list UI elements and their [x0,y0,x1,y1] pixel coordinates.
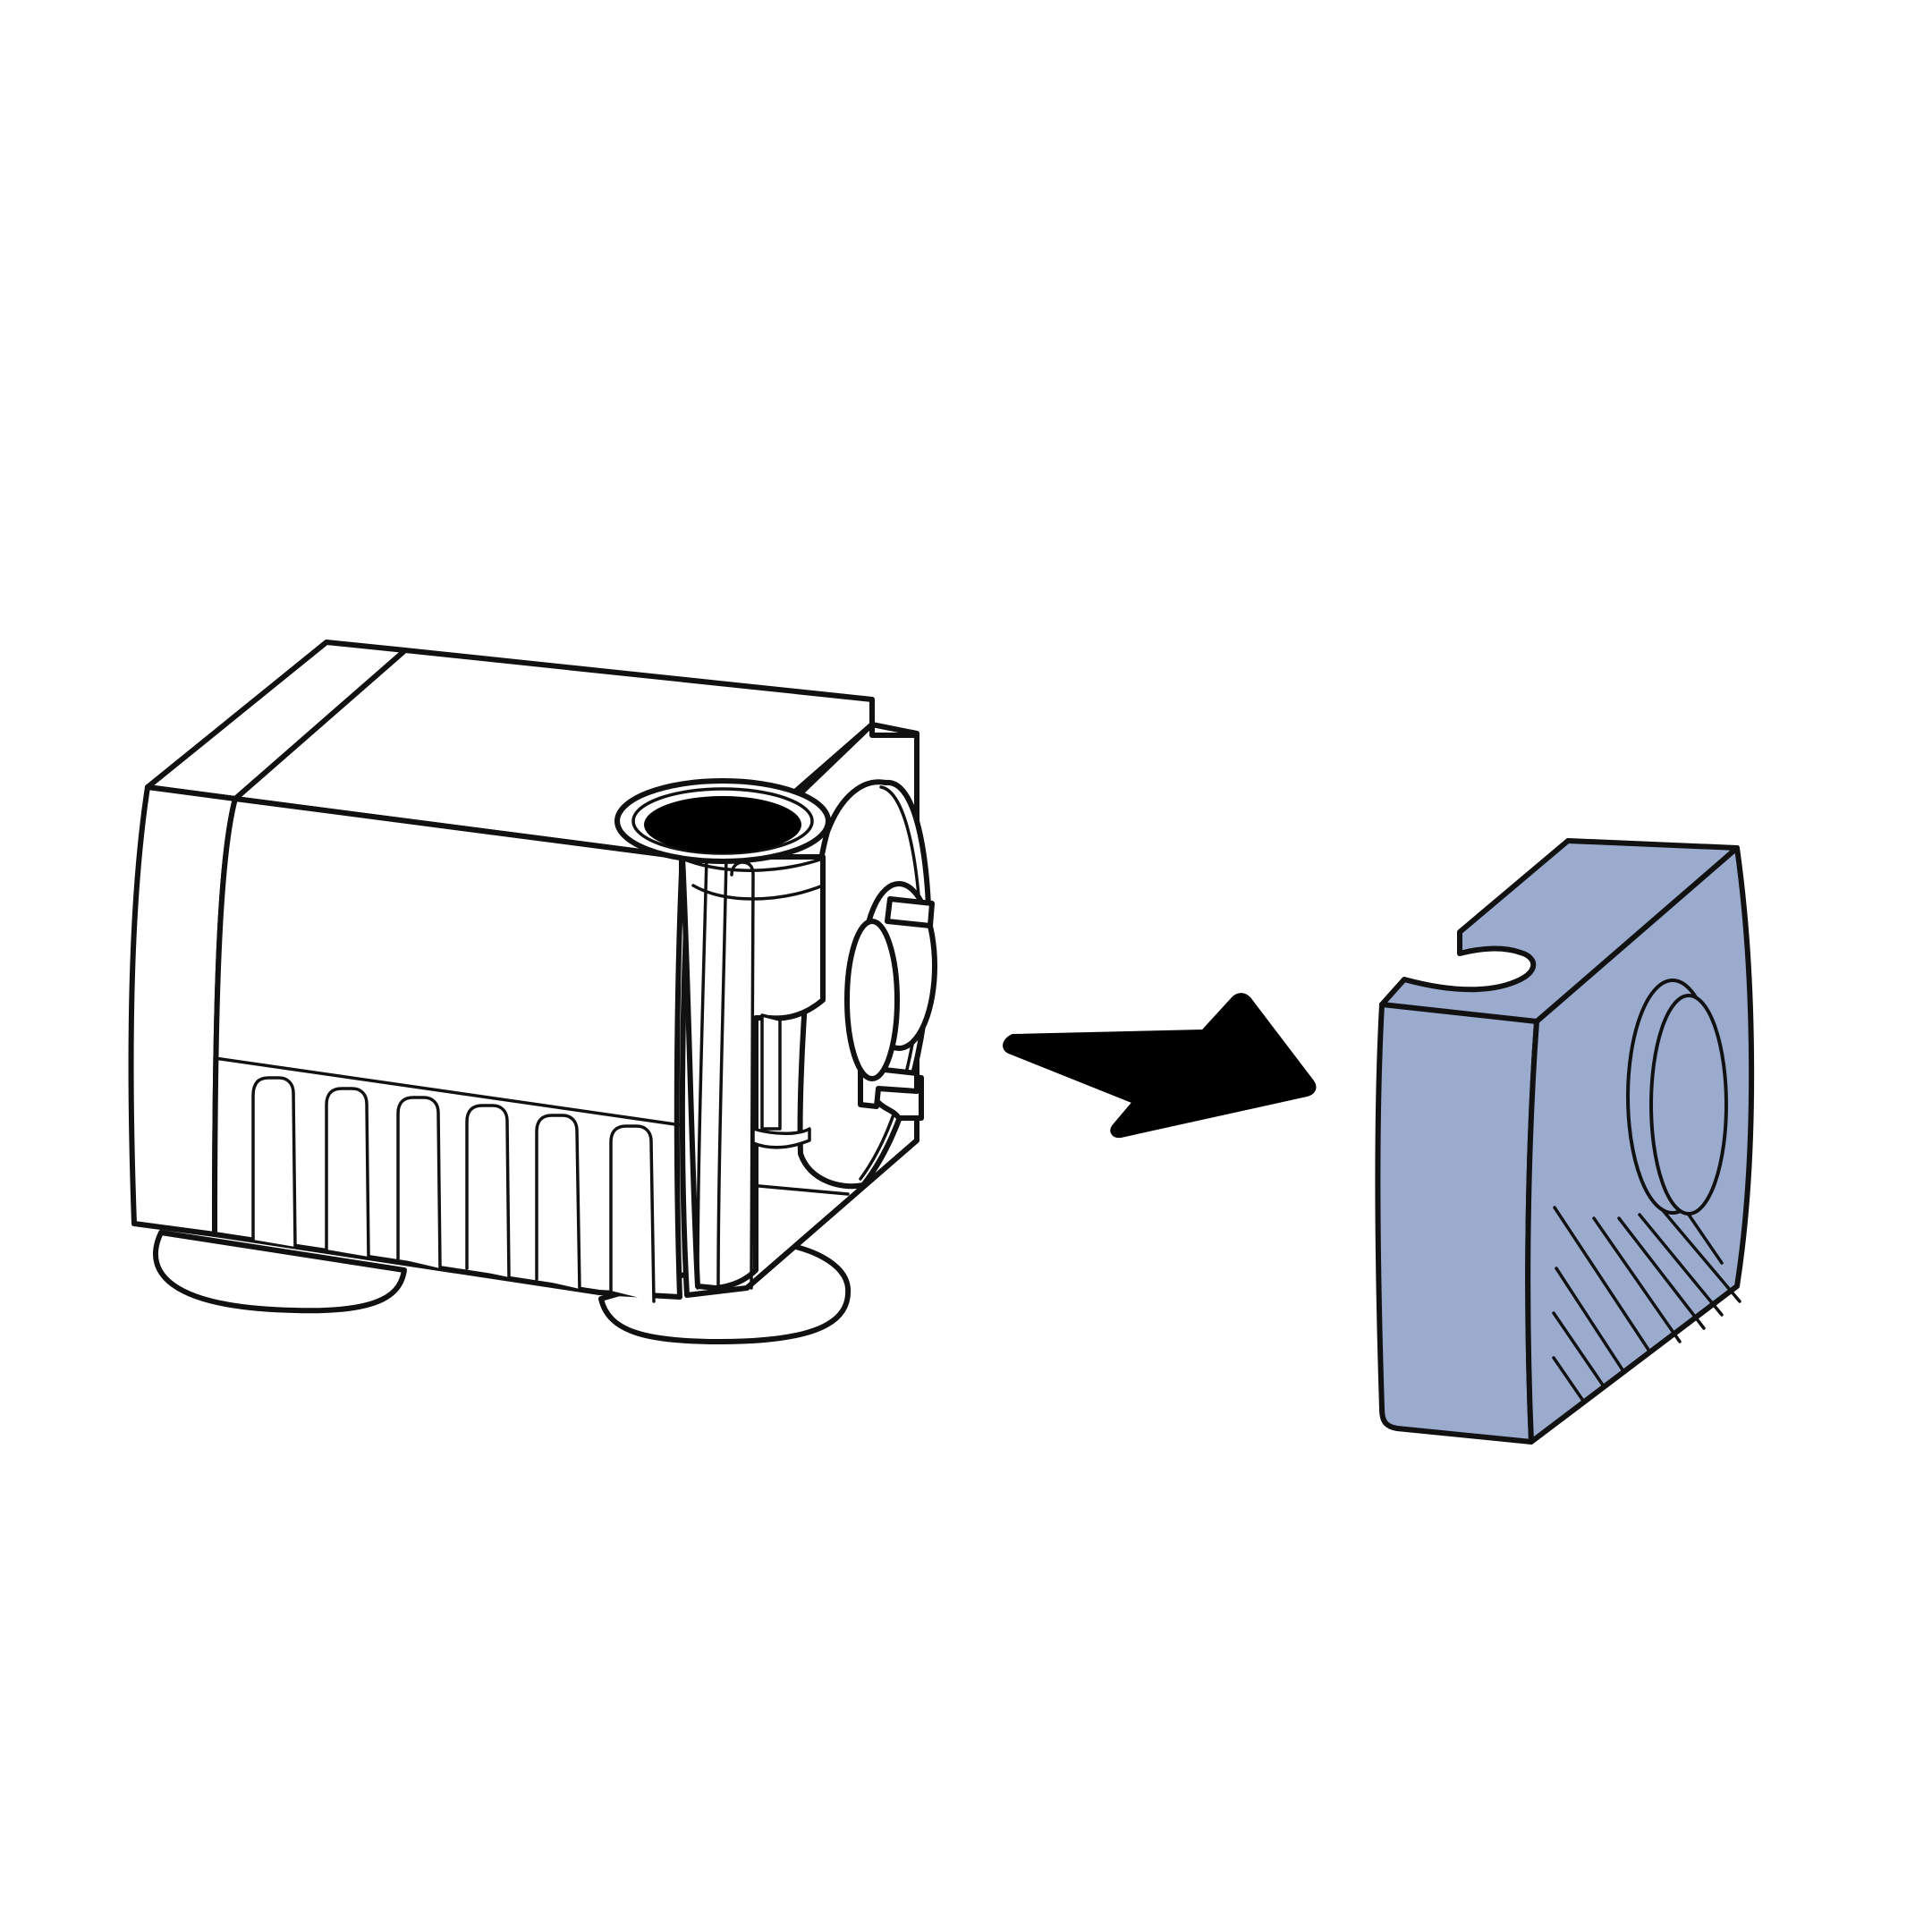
filter-grooves [1552,1206,1741,1402]
water-pump-icon [128,640,937,1344]
pump-vent-slots [251,1076,656,1303]
filter-top-face [1379,838,1740,1030]
arrow-right-icon [1003,993,1317,1139]
pump-inlet-port [844,881,937,1121]
filter-front-face [1375,1002,1539,1445]
sponge-filter-icon [1375,838,1755,1445]
filter-port [1626,979,1728,1216]
pump-outlet-opening [614,778,831,864]
pump-foot-left [153,1230,407,1314]
